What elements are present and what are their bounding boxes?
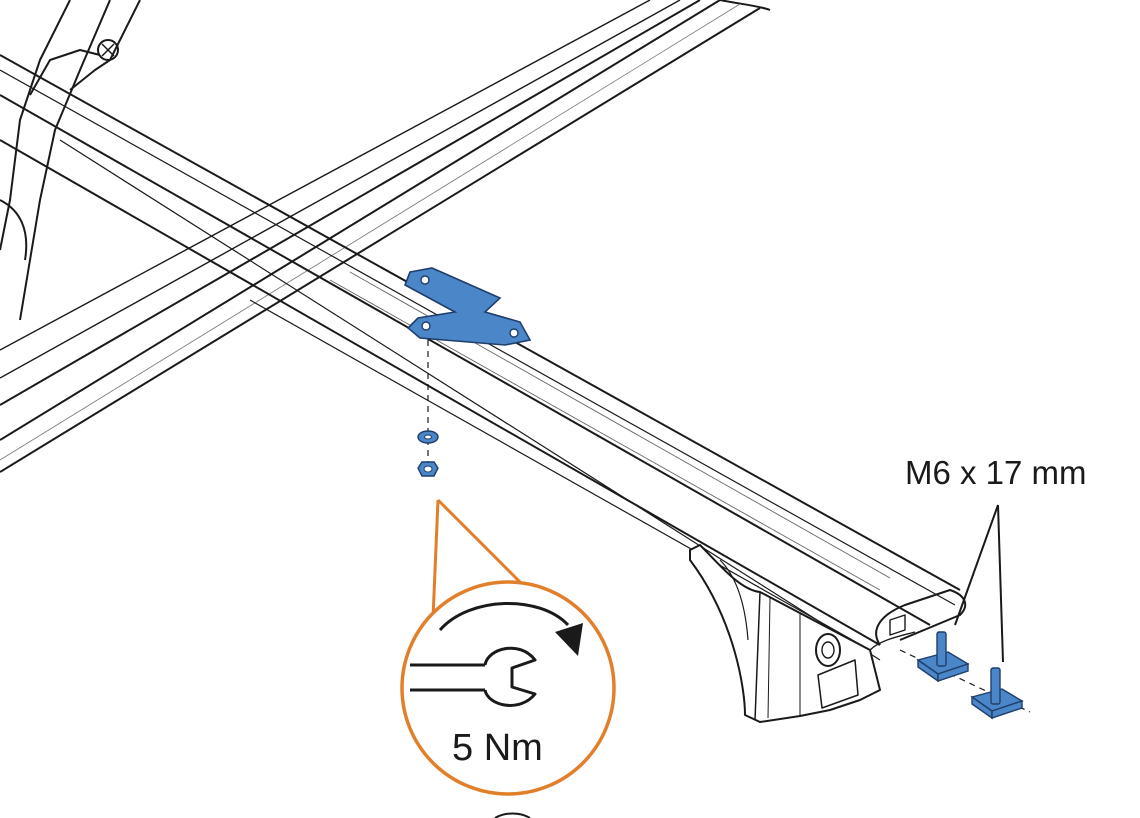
torque-callout: 5 Nm	[400, 498, 616, 796]
washer	[417, 430, 439, 444]
side-rail	[0, 0, 141, 321]
bolt-head-icon	[97, 39, 119, 61]
t-plate	[404, 267, 532, 346]
crossbar	[0, 0, 771, 473]
bolt-size-label: M6 x 17 mm	[905, 454, 1087, 491]
torque-value-label: 5 Nm	[452, 727, 543, 769]
t-bolt-2	[970, 667, 1024, 720]
bolt-callout-lines	[954, 504, 1004, 663]
t-bolt-1	[916, 631, 970, 683]
roof-bar-foot	[689, 544, 881, 723]
roof-bar	[0, 54, 967, 661]
hex-nut	[417, 461, 439, 477]
bottom-edge-arc	[494, 812, 531, 818]
clockwise-arrow-icon	[438, 601, 583, 656]
wrench-icon	[410, 646, 537, 707]
